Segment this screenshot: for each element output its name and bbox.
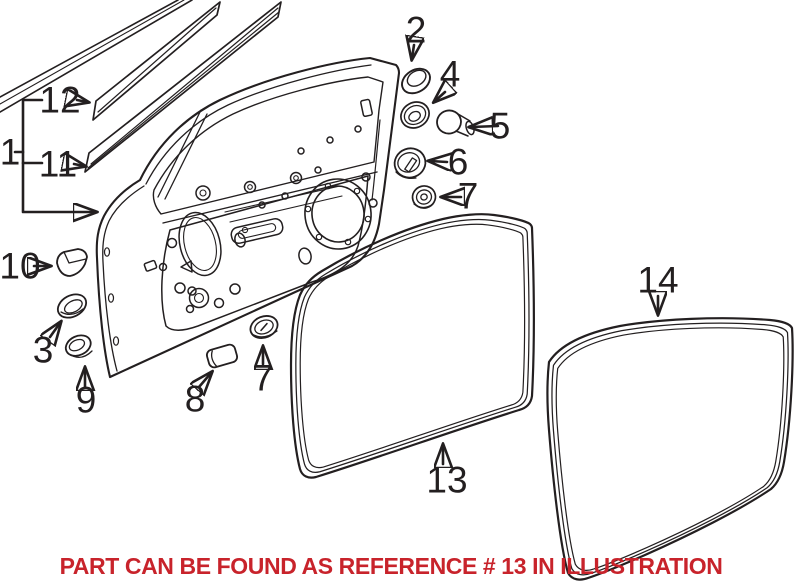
callout-2-label: 2 [405, 9, 427, 51]
part-5-plug [436, 109, 475, 137]
reference-note: PART CAN BE FOUND AS REFERENCE # 13 IN I… [59, 553, 723, 579]
part-4-grommet [400, 101, 430, 129]
part-2-retainer-ring [401, 67, 431, 95]
callout-7-upper-label: 7 [457, 175, 479, 217]
callout-arrows [13, 45, 658, 464]
part-7-grommet-upper [411, 185, 437, 209]
callout-7-lower-label: 7 [252, 357, 274, 399]
callout-9-label: 9 [75, 379, 97, 421]
callout-1-label: 1 [0, 131, 21, 173]
callout-10-label: 10 [0, 245, 41, 287]
part-7-grommet-lower [249, 315, 279, 339]
part-3-grommet [56, 293, 88, 319]
callout-4-label: 4 [439, 53, 461, 95]
speaker-opening [304, 178, 372, 250]
door-seal-13 [289, 213, 535, 479]
callout-8-label: 8 [184, 378, 206, 420]
door-seal-14 [546, 317, 794, 581]
part-8-rectangular-plug [205, 343, 239, 369]
callout-11-label: 11 [38, 143, 78, 185]
callout-6-label: 6 [447, 141, 469, 183]
belt-molding-outer-strip [92, 1, 221, 121]
glass-run-channel [0, 0, 193, 113]
door-shell [95, 56, 401, 379]
callout-3-label: 3 [32, 329, 54, 371]
callout-5-label: 5 [489, 105, 511, 147]
part-10-wedge-clip [56, 248, 88, 277]
callout-14-label: 14 [637, 259, 679, 301]
callout-13-label: 13 [426, 459, 468, 501]
part-6-slotted-grommet [393, 147, 427, 180]
callout-12-label: 12 [39, 79, 81, 121]
panel-holes [143, 98, 378, 314]
part-9-clip [64, 334, 93, 358]
